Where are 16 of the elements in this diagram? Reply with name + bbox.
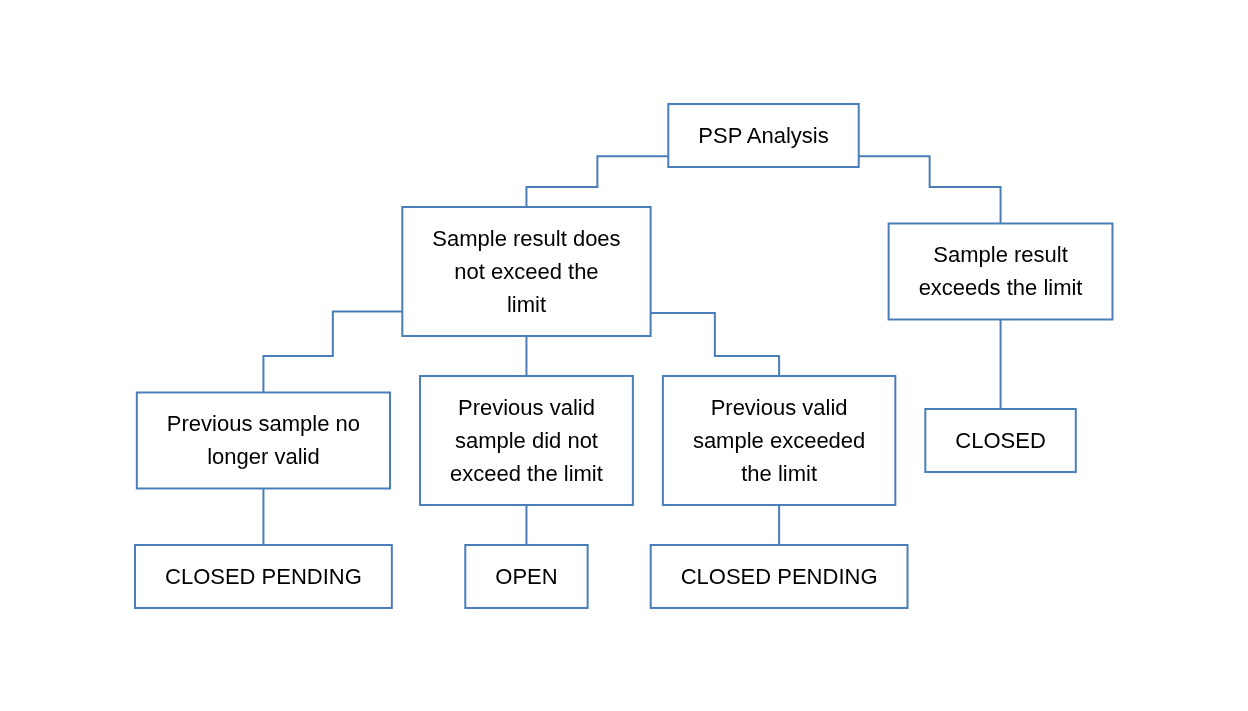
node-box: PSP Analysis (667, 102, 860, 168)
node-box: Previous sample no longer valid (136, 391, 392, 489)
node-box: CLOSED PENDING (649, 543, 909, 609)
node-box: Sample result exceeds the limit (887, 222, 1114, 320)
connector (778, 503, 781, 546)
connector (999, 318, 1002, 410)
node-box: CLOSED (924, 407, 1078, 473)
connector (262, 487, 265, 546)
node-box: CLOSED PENDING (134, 543, 394, 609)
node-box: Sample result does not exceed the limit (401, 205, 652, 337)
connector (525, 334, 528, 377)
connector (858, 154, 1002, 224)
node-box: OPEN (464, 543, 589, 609)
node-box: Previous valid sample did not exceed the limit (419, 374, 635, 506)
node-box: Previous valid sample exceeded the limit (662, 374, 897, 506)
connector (525, 503, 528, 546)
